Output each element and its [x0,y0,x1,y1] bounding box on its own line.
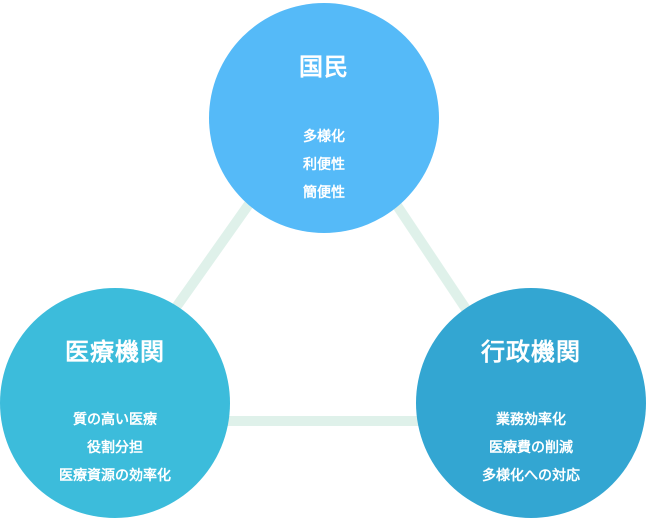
medical-institutions-item: 役割分担 [87,440,143,456]
medical-institutions-item: 質の高い医療 [73,412,157,428]
administrative-institutions-circle: 行政機関 業務効率化 医療費の削減 多様化への対応 [416,288,646,518]
citizens-item-list: 多様化 利便性 簡便性 [303,123,345,207]
administrative-institutions-item-list: 業務効率化 医療費の削減 多様化への対応 [482,406,580,490]
medical-institutions-title: 医療機関 [65,338,165,366]
citizens-item: 利便性 [303,157,345,173]
citizens-item: 多様化 [303,129,345,145]
administrative-institutions-title: 行政機関 [481,338,581,366]
administrative-institutions-item: 多様化への対応 [482,468,580,484]
citizens-item: 簡便性 [303,185,345,201]
medical-institutions-circle: 医療機関 質の高い医療 役割分担 医療資源の効率化 [0,288,230,518]
administrative-institutions-item: 業務効率化 [496,412,566,428]
citizens-title: 国民 [299,53,349,81]
medical-institutions-item-list: 質の高い医療 役割分担 医療資源の効率化 [59,406,171,490]
medical-institutions-item: 医療資源の効率化 [59,468,171,484]
administrative-institutions-item: 医療費の削減 [489,440,573,456]
citizens-circle: 国民 多様化 利便性 簡便性 [209,3,439,233]
